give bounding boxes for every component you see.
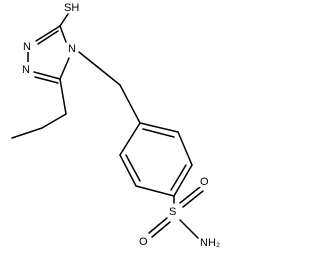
ring-n1-label-bg: [21, 62, 32, 75]
bond-ar6-ar1: [119, 122, 141, 156]
bond-n1-c5-double: [34, 76, 59, 84]
bond-s-o1-double: [182, 190, 204, 208]
sulfonyl-s-label-bg: [168, 204, 179, 217]
bond-ar2-ar3: [177, 131, 193, 166]
bond-s-o2-double: [148, 217, 168, 234]
bond-s-o1: [179, 186, 201, 204]
bond-c5-n4: [59, 57, 70, 80]
oxygen-1-label: O: [200, 176, 209, 188]
bond-n1-c5: [33, 71, 61, 80]
bond-s-nh2: [179, 219, 199, 239]
bond-c3-s: [59, 13, 69, 27]
bond-c3-n2: [35, 25, 61, 42]
bond-ar1-ar2-double: [142, 128, 175, 138]
thiol-label: SH: [64, 2, 79, 14]
bond-ar3-ar4-double: [170, 164, 187, 191]
atom-labels: SH N N N S O O NH₂: [21, 0, 223, 249]
bond-ch2-ring: [119, 84, 141, 124]
ring-n2-label-bg: [22, 39, 33, 52]
bond-ar1-ar2: [139, 122, 179, 133]
thiol-label-bg: [63, 0, 81, 13]
bond-ar3-ar4: [173, 164, 193, 197]
chemical-structure-diagram: SH N N N S O O NH₂: [11, 0, 223, 249]
bond-n4-ch2: [78, 51, 121, 86]
bond-c5-propyl1: [59, 78, 67, 115]
sulfonyl-s-label: S: [169, 206, 176, 218]
bond-c3-n2-double: [37, 30, 59, 45]
amine-label-bg: [199, 235, 223, 249]
ring-n2-label: N: [23, 41, 31, 53]
bond-ar4-ar5: [135, 185, 175, 197]
oxygen-2-label-bg: [138, 234, 149, 247]
bond-n4-c3: [59, 25, 67, 43]
ring-n4-label: N: [68, 43, 76, 55]
amine-label: NH₂: [200, 237, 220, 249]
bond-ar5-ar6: [119, 154, 137, 187]
oxygen-1-label-bg: [199, 174, 210, 187]
ring-n1-label: N: [22, 64, 30, 76]
bonds: [11, 13, 204, 239]
bond-propyl2-propyl3: [11, 127, 43, 139]
oxygen-2-label: O: [139, 236, 148, 248]
bond-propyl1-propyl2: [41, 113, 67, 129]
bond-s-o2: [151, 221, 171, 238]
ring-n4-label-bg: [67, 41, 78, 54]
bond-ar5-ar6-double: [125, 154, 141, 182]
